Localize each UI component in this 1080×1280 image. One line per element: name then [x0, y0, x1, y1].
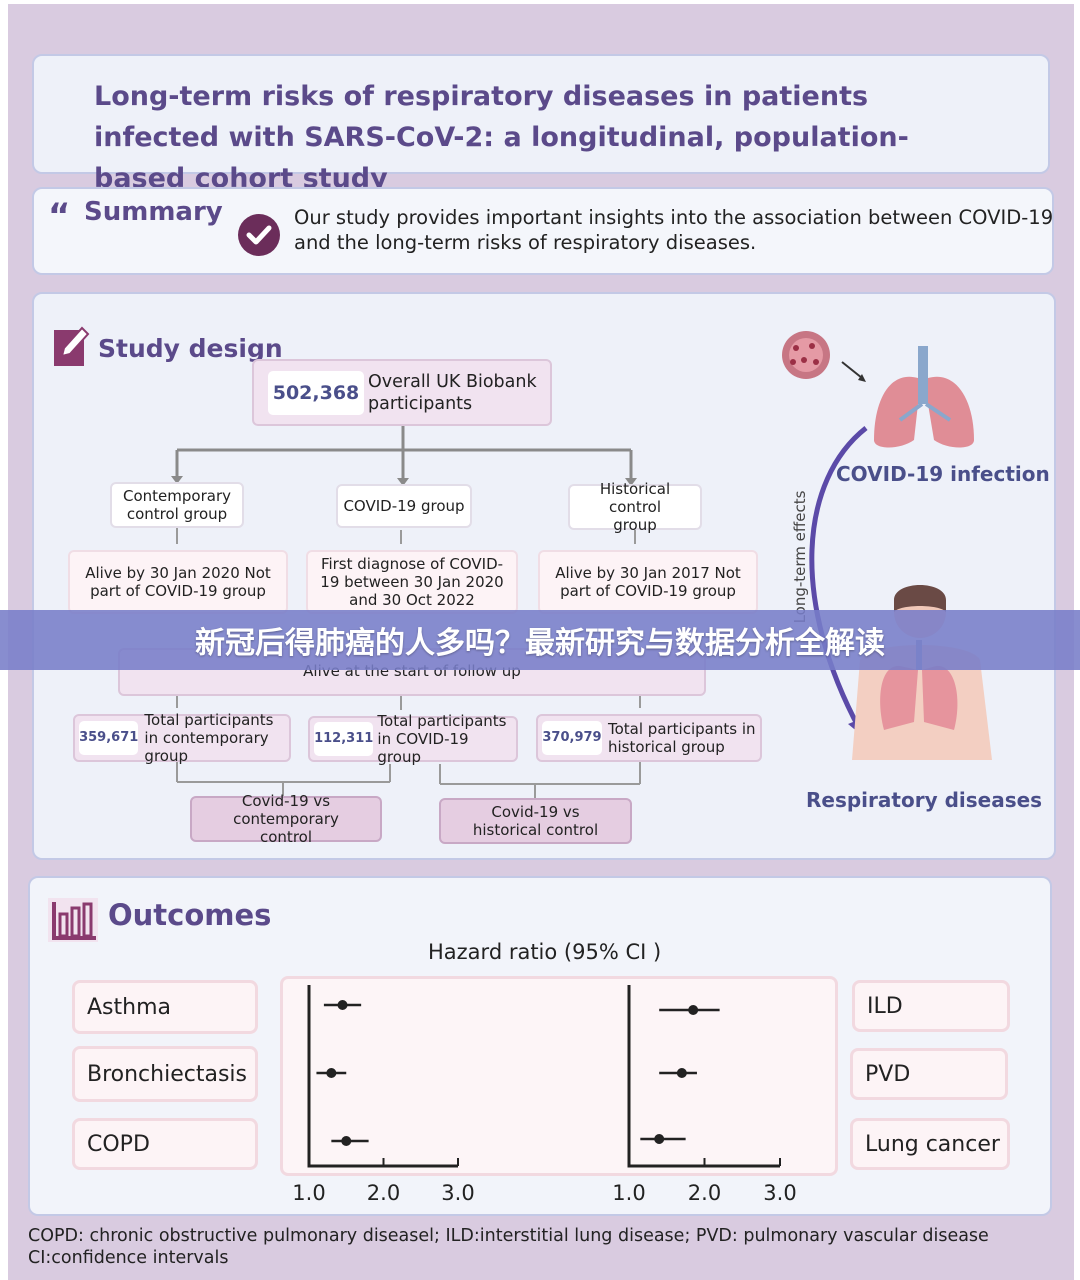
pencil-icon [54, 324, 90, 368]
covid19-total-count: 112,311 [314, 722, 374, 756]
historical-criteria-box: Alive by 30 Jan 2017 Not part of COVID-1… [538, 550, 758, 614]
contemporary-criteria-box: Alive by 30 Jan 2020 Not part of COVID-1… [68, 550, 288, 614]
lungs-icon [874, 346, 974, 448]
person-icon [852, 585, 992, 760]
study-design-heading: Study design [98, 334, 283, 363]
forest-tick-label-1-2: 3.0 [763, 1181, 796, 1205]
overall-participants-box: 502,368 Overall UK Biobank participants [252, 359, 552, 426]
check-circle-icon [237, 213, 281, 257]
forest-point-asthma [337, 1000, 348, 1010]
outcomes-heading: Outcomes [108, 898, 272, 932]
covid19-infection-label: COVID-19 infection [836, 462, 1050, 486]
outcome-label-lung-cancer: Lung cancer [850, 1118, 1010, 1170]
outcome-label-copd: COPD [72, 1118, 258, 1170]
footnote-line-1: COPD: chronic obstructive pulmonary dise… [28, 1226, 989, 1246]
footnote: COPD: chronic obstructive pulmonary dise… [28, 1225, 989, 1269]
forest-tick-label-1-0: 1.0 [612, 1181, 645, 1205]
hazard-ratio-label: Hazard ratio (95% CI ) [428, 940, 662, 964]
forest-plot-area [280, 976, 838, 1176]
contemporary-total-box: 359,671 Total participants in contempora… [73, 711, 291, 765]
forest-tick-label-0-2: 3.0 [441, 1181, 474, 1205]
covid19-total-label: Total participants in COVID-19 group [377, 712, 507, 766]
page-title: Long-term risks of respiratory diseases … [94, 81, 909, 194]
footnote-line-2: CI:confidence intervals [28, 1248, 229, 1268]
forest-point-bronchiectasis [326, 1068, 337, 1078]
bar-chart-icon [48, 894, 100, 944]
contemporary-control-box: Contemporary control group [110, 482, 244, 528]
virus-icon [782, 331, 830, 379]
outcome-label-bronchiectasis: Bronchiectasis [72, 1046, 258, 1102]
historical-total-label: Total participants in historical group [608, 720, 756, 756]
outcome-label-ild: ILD [852, 980, 1010, 1032]
historical-total-count: 370,979 [542, 721, 602, 755]
summary-heading: Summary [84, 197, 223, 227]
outcome-label-pvd: PVD [850, 1048, 1008, 1100]
forest-tick-label-0-0: 1.0 [292, 1181, 325, 1205]
summary-text: Our study provides important insights in… [294, 206, 1054, 254]
respiratory-diseases-label: Respiratory diseases [806, 788, 1043, 812]
forest-point-copd [341, 1136, 352, 1146]
forest-point-pvd [676, 1068, 687, 1078]
historical-total-box: 370,979 Total participants in historical… [536, 714, 762, 762]
overlay-title-banner: 新冠后得肺癌的人多吗？最新研究与数据分析全解读 [0, 610, 1080, 670]
summary-panel: “ Summary Our study provides important i… [32, 187, 1054, 275]
overall-participants-count: 502,368 [268, 370, 364, 415]
comparison-contemporary-box: Covid-19 vs contemporary control [190, 792, 382, 846]
overall-participants-label: Overall UK Biobank participants [368, 371, 537, 414]
quote-icon: “ [48, 196, 71, 236]
historical-control-box: Historical control group [568, 480, 702, 534]
forest-tick-label-1-1: 2.0 [688, 1181, 721, 1205]
comparison-historical-box: Covid-19 vs historical control [439, 798, 632, 844]
contemporary-total-label: Total participants in contemporary group [144, 711, 274, 765]
title-panel: Long-term risks of respiratory diseases … [32, 54, 1050, 194]
contemporary-total-count: 359,671 [79, 721, 139, 755]
forest-point-ild [688, 1005, 699, 1015]
outcome-label-asthma: Asthma [72, 980, 258, 1034]
forest-point-lung-cancer [654, 1134, 665, 1144]
covid19-total-box: 112,311 Total participants in COVID-19 g… [308, 712, 518, 766]
covid19-group-box: COVID-19 group [336, 484, 472, 528]
forest-tick-label-0-1: 2.0 [367, 1181, 400, 1205]
